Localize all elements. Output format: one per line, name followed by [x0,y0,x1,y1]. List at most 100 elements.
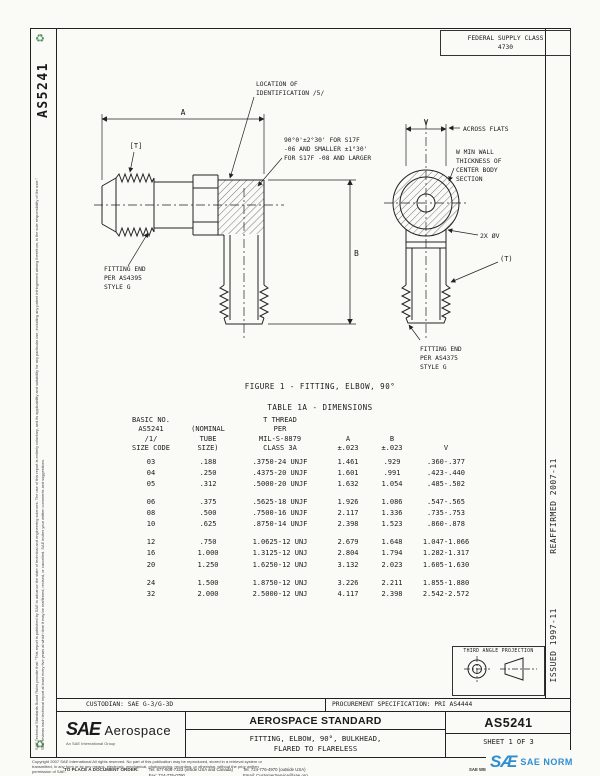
col-header-tube-size: (NOMINAL TUBE SIZE) [191,425,225,453]
table-cell: .4375-20 UNJF [252,468,308,477]
table-cell: .5000-20 UNJF [252,479,308,488]
table-title: TABLE 1A - DIMENSIONS [267,403,373,412]
doc-number-vertical: AS5241 [36,62,51,118]
logo-subtext: An SAE International Group [66,741,116,746]
table-cell: 1.605-1.630 [422,560,470,569]
fsc-label: FEDERAL SUPPLY CLASS [467,35,544,42]
t-bracket-label: [T] [130,142,143,150]
table-cell: .750 [199,538,217,547]
table-cell: .500 [199,509,217,518]
fitting-end-right-line2: PER AS4375 [420,355,458,362]
fitting-end-left-line3: STYLE G [104,284,131,291]
table-cell: 03 [146,457,156,466]
location-note-line2: IDENTIFICATION /5/ [256,90,324,97]
table-cell: 2.542-2.572 [422,589,470,598]
table-cell: .3750-24 UNJF [252,457,308,466]
angle-note-line2: -06 AND SMALLER ±1°30' [284,145,367,153]
order-contact-col1: Tel: 877-606-7323 (inside USA and Canada… [149,767,233,776]
table-cell: 1.0625-12 UNJ [252,538,308,547]
title-block: SAE Aerospace An SAE International Group… [56,711,571,758]
table-cell: 1.461 [337,457,359,466]
dimensions-table: BASIC NO. AS5241 /1/ SIZE CODE (NOMINAL … [120,416,478,600]
location-note-line1: LOCATION OF [256,81,298,88]
aerospace-logo-text: Aerospace [104,723,172,738]
table-cell: .485-.502 [427,479,465,488]
tel-outside: Tel: 724-776-4970 (outside USA) [242,767,306,772]
table-cell: 1.086 [381,498,403,507]
sae-norm-logo-text: SAE NORM [520,757,573,767]
legal-notice: SAE Technical Standards Board Rules prov… [34,138,45,750]
table-cell: 1.523 [381,520,403,529]
table-cell: 04 [146,468,156,477]
angle-note-line3: FOR S17F -08 AND LARGER [284,155,371,162]
recycle-stamp-icon: ♻ [35,739,45,751]
w-note-line1: W MIN WALL [456,149,494,156]
table-cell: .188 [199,457,217,466]
title-divider [186,729,445,730]
table-cell: .860-.878 [427,520,465,529]
standard-title-cell: AEROSPACE STANDARD FITTING, ELBOW, 90°, … [186,712,446,758]
w-note-line3: CENTER BODY [456,167,498,174]
col-header-v: V [443,444,449,453]
fitting-end-right-line1: FITTING END [420,346,462,353]
table-cell: 2.211 [381,578,403,587]
federal-supply-class-box: FEDERAL SUPPLY CLASS 4730 [440,30,571,56]
custodian-label: CUSTODIAN: SAE G-3/G-3D [86,701,174,708]
legal-notice-line1: SAE Technical Standards Board Rules prov… [34,178,39,750]
sae-aerospace-logo: SAE Aerospace An SAE International Group [56,712,186,758]
copyright-body: All rights reserved. No part of this pub… [32,759,262,775]
dim-b-label: B [354,249,359,258]
table-cell: 2.000 [197,589,219,598]
table-cell: .360-.377 [427,457,465,466]
table-cell: 1.336 [381,509,403,518]
sae-norm-watermark: SÆ SAE NORM [486,750,578,774]
table-cell: .7500-16 UNJF [252,509,308,518]
table-cell: 1.648 [381,538,403,547]
two-x-dia-label: 2X ØV [480,232,500,240]
table-cell: 1.6250-12 UNJ [252,560,308,569]
doc-number-divider [446,733,571,734]
table-cell: 3.132 [337,560,359,569]
recycle-stamp-icon: ♻ [35,33,45,45]
table-cell: .423-.440 [427,468,465,477]
table-cell: .312 [199,479,217,488]
email-address[interactable]: Email: CustomerService@sae.org [242,773,308,776]
table-cell: 1.047-1.066 [422,538,470,547]
right-margin-divider [545,28,546,698]
table-cell: 1.632 [337,479,359,488]
legal-notice-line2: SAE reviews each technical report at lea… [39,459,45,750]
w-note-line2: THICKNESS OF [456,158,502,165]
copyright-line: Copyright 2007 SAE International [32,759,92,764]
third-angle-projection-box: THIRD ANGLE PROJECTION [452,646,545,696]
table-cell: 1.282-1.317 [422,549,470,558]
table-cell: 12 [146,538,156,547]
fitting-end-left-line1: FITTING END [104,266,146,273]
table-cell: 1.054 [381,479,403,488]
table-cell: 32 [146,589,156,598]
document-title-line2: FLARED TO FLARELESS [273,744,358,753]
right-view [384,120,499,341]
custodian-row: CUSTODIAN: SAE G-3/G-3D PROCUREMENT SPEC… [56,698,571,711]
table-header-row: BASIC NO. AS5241 /1/ SIZE CODE (NOMINAL … [120,416,478,457]
left-margin-divider [56,28,57,758]
fitting-end-right-line3: STYLE G [420,364,447,371]
table-cell: 24 [146,578,156,587]
table-cell: 2.398 [337,520,359,529]
third-angle-projection-label: THIRD ANGLE PROJECTION [463,649,534,654]
across-flats-label: ACROSS FLATS [463,126,509,133]
table-cell: .625 [199,520,217,529]
table-cell: .735-.753 [427,509,465,518]
table-cell: .929 [383,457,401,466]
fsc-value: 4730 [497,44,514,52]
procurement-spec-label: PROCUREMENT SPECIFICATION: PRI AS4444 [325,699,571,711]
table-cell: 1.855-1.880 [422,578,470,587]
dimensions-table-body: 03 .188 .3750-24 UNJF 1.461 .929 .360-.377 04.… [120,457,478,600]
fax-number: Fax: 724-776-0790 [148,773,185,776]
